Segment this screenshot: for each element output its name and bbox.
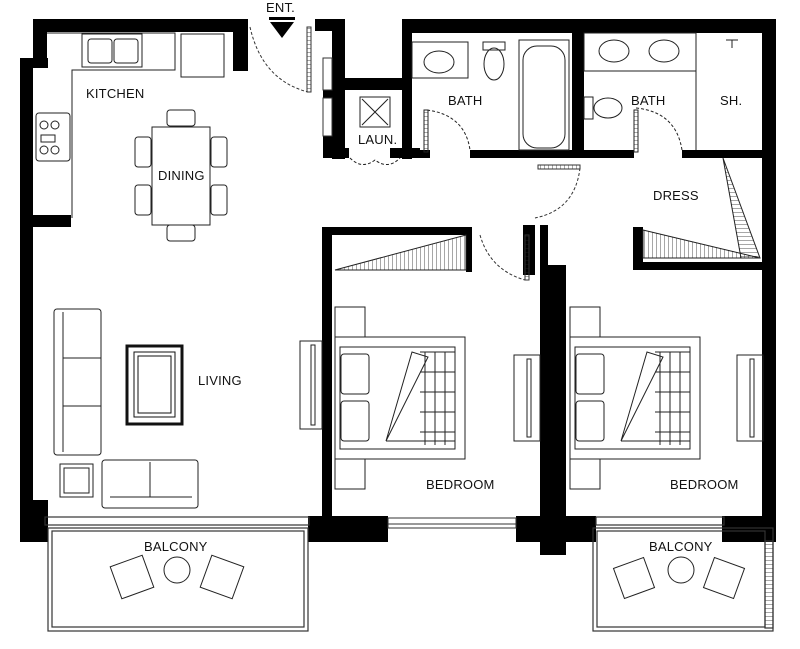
room-label-dress: DRESS: [653, 188, 699, 203]
room-label-kitchen: KITCHEN: [86, 86, 145, 101]
entrance-arrow-icon: [270, 22, 294, 38]
room-label-bath-1: BATH: [448, 93, 483, 108]
bed-2: [569, 306, 701, 490]
room-label-bedroom-1: BEDROOM: [426, 477, 495, 492]
room-label-shower: SH.: [720, 93, 743, 108]
entrance-door: [249, 26, 333, 137]
bath-2-fixtures: [583, 32, 738, 153]
room-label-bedroom-2: BEDROOM: [670, 477, 739, 492]
balcony-right-furniture: [612, 556, 746, 600]
balcony-right: [592, 516, 774, 632]
corridor-door: [479, 164, 581, 281]
room-label-living: LIVING: [198, 373, 242, 388]
dining-table: [134, 109, 228, 242]
room-label-laundry: LAUN.: [358, 132, 398, 147]
bath-1-fixtures: [411, 39, 570, 153]
tv-units: [299, 340, 764, 442]
room-label-dining: DINING: [158, 168, 205, 183]
room-label-balcony-1: BALCONY: [144, 539, 208, 554]
bedroom-windows: [387, 517, 517, 529]
balcony-left-furniture: [109, 554, 245, 600]
entrance-arrow-bar: [269, 17, 295, 20]
dress-closets: [334, 157, 761, 271]
walls: [20, 19, 776, 555]
room-label-balcony-2: BALCONY: [649, 539, 713, 554]
kitchen-counter: [35, 32, 225, 218]
bed-1: [334, 306, 466, 490]
living-sofa: [53, 308, 199, 509]
entrance-label: ENT.: [266, 0, 295, 15]
living-rug: [125, 344, 184, 426]
room-label-bath-2: BATH: [631, 93, 666, 108]
laundry-machine: [349, 96, 401, 165]
balcony-left: [44, 516, 310, 632]
